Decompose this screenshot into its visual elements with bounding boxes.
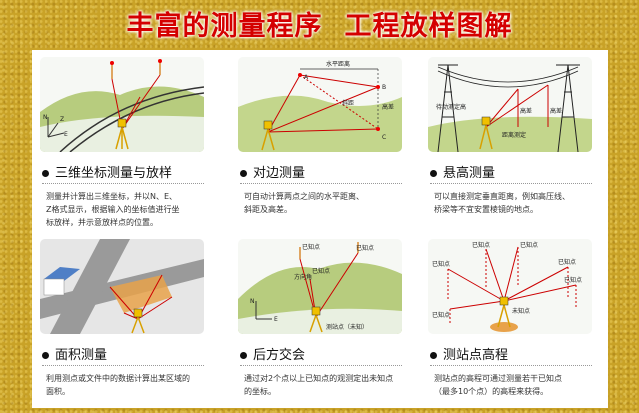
- card-3d-coordinate: N Z E 三维坐标测量与放样 测量并计算出三维坐标，并以N、E、Z格式显示，根…: [32, 50, 212, 227]
- card-missing-line: 水平距离 A B 斜距 高差 C 对边测量 可自动计算两点之间的水平距离、斜距及…: [230, 50, 410, 226]
- card-remote-elevation: 待动测定高 距离测定 高差 高差 悬高测量 可以直接测定垂直距离，例如高压线、桥…: [420, 50, 600, 226]
- label-b: B: [382, 84, 386, 91]
- label-station-unknown: 测站点（未知）: [326, 323, 368, 331]
- title-part1: 丰富的测量程序: [126, 11, 323, 42]
- label-e: E: [64, 131, 68, 138]
- illustration-remote-elevation: 待动测定高 距离测定 高差 高差: [428, 57, 592, 152]
- label-e: E: [274, 316, 278, 323]
- label-unknown-point: 未知点: [512, 307, 530, 315]
- label-known-point-1: 已知点: [432, 260, 450, 268]
- desc-remote-elevation: 可以直接测定垂直距离，例如高压线、桥梁等不宜安置棱镜的地点。: [434, 192, 570, 214]
- card-area: 面积测量 利用测点或文件中的数据计算出某区域的面积。: [32, 232, 212, 408]
- desc-3d-coordinate: 测量并计算出三维坐标，并以N、E、Z格式显示，根据输入的坐标值进行坐标放样，并示…: [46, 192, 180, 227]
- desc-missing-line: 可自动计算两点之间的水平距离、斜距及高差。: [244, 192, 364, 214]
- label-n: N: [250, 298, 255, 305]
- label-height-difference-1: 高差: [520, 107, 532, 115]
- label-distance: 距离测定: [502, 131, 526, 139]
- illustration-station-elevation: 已知点 已知点 已知点 已知点 已知点 未知点 已知点: [428, 239, 592, 334]
- label-known-point-5: 已知点: [564, 276, 582, 284]
- page-title: 丰富的测量程序工程放样图解: [0, 4, 639, 43]
- label-height-difference: 高差: [382, 103, 394, 111]
- card-station-elevation: 已知点 已知点 已知点 已知点 已知点 未知点 已知点 测站点高程 测站点的高程…: [420, 232, 600, 408]
- label-direction-angle: 方向角: [294, 273, 312, 281]
- label-known-point-2: 已知点: [472, 241, 490, 249]
- heading-station-elevation: 测站点高程: [430, 344, 508, 363]
- label-known-point-4: 已知点: [558, 258, 576, 266]
- illustration-3d-coordinate: N Z E: [40, 57, 204, 152]
- card-resection: 已知点 已知点 方向角 已知点 N E 测站点（未知） 后方交会 通过对2个点以…: [230, 232, 410, 408]
- label-known-point-1: 已知点: [302, 243, 320, 251]
- heading-resection: 后方交会: [240, 344, 305, 363]
- label-known-point-2: 已知点: [356, 244, 374, 252]
- label-c: C: [382, 134, 386, 141]
- illustration-missing-line: 水平距离 A B 斜距 高差 C: [238, 57, 402, 152]
- illustration-resection: 已知点 已知点 方向角 已知点 N E 测站点（未知）: [238, 239, 402, 334]
- content-panel: N Z E 三维坐标测量与放样 测量并计算出三维坐标，并以N、E、Z格式显示，根…: [32, 50, 608, 408]
- heading-3d-coordinate: 三维坐标测量与放样: [42, 162, 172, 181]
- label-target-height: 待动测定高: [436, 103, 466, 111]
- desc-station-elevation: 测站点的高程可通过测量若干已知点（最多10个点）的高程来获得。: [434, 374, 562, 396]
- title-part2: 工程放样图解: [344, 11, 513, 42]
- desc-area: 利用测点或文件中的数据计算出某区域的面积。: [46, 374, 190, 396]
- label-height-difference-2: 高差: [550, 107, 562, 115]
- label-horizontal-distance: 水平距离: [326, 60, 350, 68]
- illustration-area: [40, 239, 204, 334]
- label-known-point-6: 已知点: [432, 311, 450, 319]
- heading-remote-elevation: 悬高测量: [430, 162, 495, 181]
- label-n: N: [43, 114, 48, 121]
- label-known-point-3: 已知点: [520, 241, 538, 249]
- label-slope-distance: 斜距: [342, 99, 354, 107]
- label-z: Z: [60, 116, 64, 123]
- desc-resection: 通过对2个点以上已知点的观测定出未知点的坐标。: [244, 374, 394, 396]
- heading-area: 面积测量: [42, 344, 107, 363]
- label-a: A: [304, 74, 309, 81]
- heading-missing-line: 对边测量: [240, 162, 305, 181]
- label-known-point-3: 已知点: [312, 267, 330, 275]
